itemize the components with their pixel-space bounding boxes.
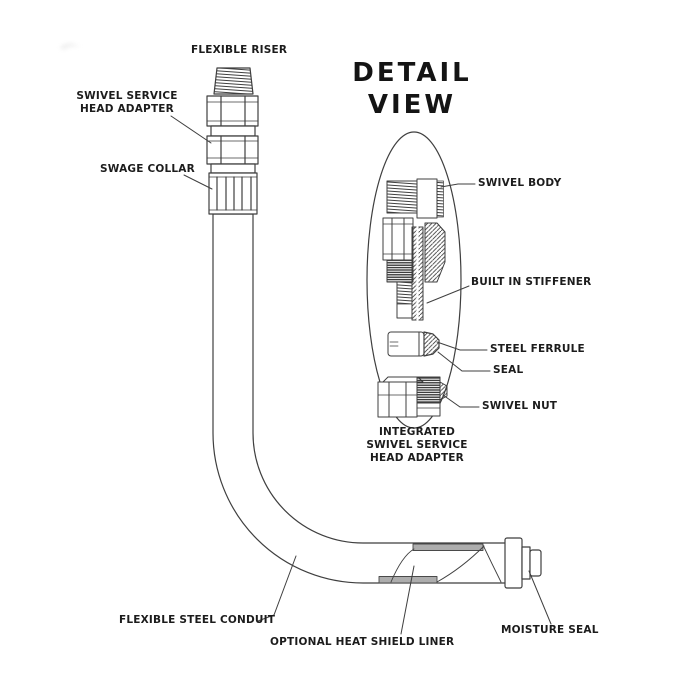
heat-shield-liner-cutaway [378,543,502,584]
label-swage-collar: SWAGE COLLAR [100,163,195,175]
cutaway-tear-left [390,548,415,583]
adapter-ring-upper [210,125,256,137]
leader-swivel-nut [442,394,480,408]
label-flexible-steel-conduit: FLEXIBLE STEEL CONDUIT [119,614,276,626]
seal-part [423,331,440,357]
moisture-seal-cap [529,549,542,577]
ferrule-part [387,331,425,357]
stiffener-part [411,225,424,322]
swage-collar-part [208,172,258,215]
label-swivel-body: SWIVEL BODY [478,177,562,189]
leader-flexible-steel-conduit [257,555,297,622]
label-swivel-nut: SWIVEL NUT [482,400,558,412]
leader-optional-heat-shield-liner [400,565,415,635]
leader-built-in-stiffener [426,285,470,304]
leader-steel-ferrule [436,341,488,351]
cutaway-tear-right [482,544,502,583]
label-moisture-seal: MOISTURE SEAL [501,624,599,636]
adapter-ring-lower [210,163,256,174]
heat-shield-liner-strip-top [412,543,484,551]
leader-moisture-seal [528,570,552,625]
label-integrated-swivel-service-head-adapter: INTEGRATED SWIVEL SERVICE HEAD ADAPTER [366,426,468,464]
detail-view-ellipse [366,131,462,429]
swivel-hex [206,135,259,165]
moisture-seal-band [521,546,531,580]
leader-swivel-body [440,183,476,188]
watermark-smudge [60,43,80,50]
label-swivel-service-head-adapter: SWIVEL SERVICE HEAD ADAPTER [76,90,178,115]
heat-shield-liner-strip-bottom [378,576,438,584]
detail-view-title: DETAIL VIEW [352,58,472,120]
swivel-body-part [382,178,446,319]
leader-swage-collar [183,174,213,190]
label-seal: SEAL [493,364,524,376]
cutaway-tear-middle [436,545,485,583]
conduit-end-collar [504,537,523,589]
riser-male-thread [213,67,254,95]
label-flexible-riser: FLEXIBLE RISER [191,44,288,56]
swivel-nut-part [377,376,448,418]
label-steel-ferrule: STEEL FERRULE [490,343,585,355]
label-optional-heat-shield-liner: OPTIONAL HEAT SHIELD LINER [270,636,455,648]
flexible-conduit-pipe [212,213,513,584]
leader-swivel-service-head-adapter [170,115,212,144]
leader-seal [437,351,491,372]
label-built-in-stiffener: BUILT IN STIFFENER [471,276,592,288]
service-head-adapter-hex [206,95,259,127]
